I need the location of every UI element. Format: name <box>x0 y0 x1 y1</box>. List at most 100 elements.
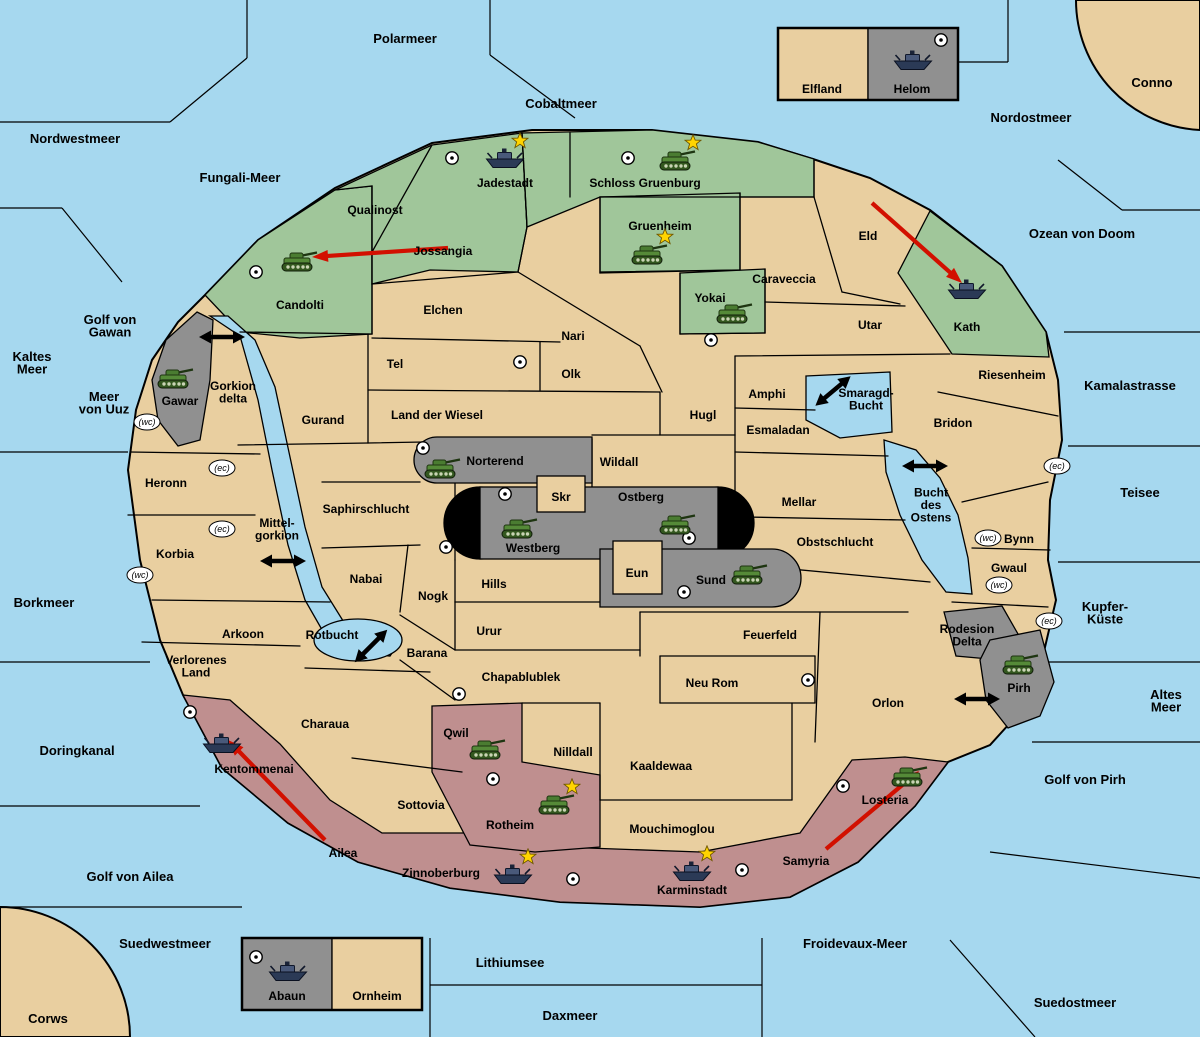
territory-label-line[interactable]: Ailea <box>329 846 358 860</box>
territory-label-line[interactable]: Utar <box>858 318 882 332</box>
territory-label-line[interactable]: Qwil <box>443 726 468 740</box>
territory-label-charaua[interactable]: Charaua <box>301 717 349 731</box>
territory-label-pirh[interactable]: Pirh <box>1007 681 1030 695</box>
territory-label-kaaldewaa[interactable]: Kaaldewaa <box>630 759 692 773</box>
territory-label-westberg[interactable]: Westberg <box>506 541 560 555</box>
territory-label-line[interactable]: Bridon <box>934 416 973 430</box>
territory-label-losteria[interactable]: Losteria <box>862 793 909 807</box>
territory-label-candolti[interactable]: Candolti <box>276 298 324 312</box>
territory-label-line[interactable]: Kentommenai <box>214 762 293 776</box>
territory-label-line[interactable]: Wildall <box>600 455 639 469</box>
territory-label-line[interactable]: Kath <box>954 320 981 334</box>
territory-label-line[interactable]: Feuerfeld <box>743 628 797 642</box>
territory-label-line[interactable]: Land der Wiesel <box>391 408 483 422</box>
territory-label-arkoon[interactable]: Arkoon <box>222 627 264 641</box>
territory-label-feuerfeld[interactable]: Feuerfeld <box>743 628 797 642</box>
territory-label-olk[interactable]: Olk <box>561 367 581 381</box>
territory-label-line[interactable]: Orlon <box>872 696 904 710</box>
territory-label-line[interactable]: Korbia <box>156 547 194 561</box>
territory-label-land-der-wiesel[interactable]: Land der Wiesel <box>391 408 483 422</box>
territory-label-line[interactable]: Kaaldewaa <box>630 759 692 773</box>
territory-label-line[interactable]: Samyria <box>783 854 830 868</box>
territory-label-bridon[interactable]: Bridon <box>934 416 973 430</box>
territory-label-line[interactable]: Jossangia <box>414 244 473 258</box>
territory-label-line[interactable]: Chapablublek <box>482 670 561 684</box>
territory-label-rotheim[interactable]: Rotheim <box>486 818 534 832</box>
territory-label-line[interactable]: Amphi <box>748 387 785 401</box>
territory-label-line[interactable]: Helom <box>894 82 931 96</box>
territory-label-line[interactable]: Ornheim <box>352 989 401 1003</box>
territory-label-sottovia[interactable]: Sottovia <box>397 798 445 812</box>
territory-label-yokai[interactable]: Yokai <box>694 291 725 305</box>
territory-label-riesenheim[interactable]: Riesenheim <box>978 368 1045 382</box>
territory-label-line[interactable]: Mouchimoglou <box>629 822 714 836</box>
territory-label-abaun[interactable]: Abaun <box>268 989 305 1003</box>
territory-label-line[interactable]: Nilldall <box>553 745 592 759</box>
territory-label-line[interactable]: Nabai <box>350 572 383 586</box>
territory-label-line[interactable]: Skr <box>551 490 571 504</box>
territory-label-ailea[interactable]: Ailea <box>329 846 358 860</box>
territory-label-line[interactable]: Bynn <box>1004 532 1034 546</box>
territory-label-korbia[interactable]: Korbia <box>156 547 194 561</box>
territory-label-qwil[interactable]: Qwil <box>443 726 468 740</box>
territory-label-heronn[interactable]: Heronn <box>145 476 187 490</box>
territory-label-kath[interactable]: Kath <box>954 320 981 334</box>
territory-label-line[interactable]: Zinnoberburg <box>402 866 480 880</box>
territory-label-line[interactable]: Arkoon <box>222 627 264 641</box>
territory-label-line[interactable]: Elfland <box>802 82 842 96</box>
territory-label-line[interactable]: Olk <box>561 367 581 381</box>
territory-label-line[interactable]: Charaua <box>301 717 349 731</box>
territory-label-chapablublek[interactable]: Chapablublek <box>482 670 561 684</box>
territory-label-line[interactable]: Tel <box>387 357 403 371</box>
territory-label-helom[interactable]: Helom <box>894 82 931 96</box>
territory-label-line[interactable]: Gruenheim <box>628 219 691 233</box>
territory-label-line[interactable]: Eun <box>626 566 649 580</box>
territory-label-line[interactable]: Schloss Gruenburg <box>589 176 700 190</box>
territory-label-line[interactable]: Candolti <box>276 298 324 312</box>
territory-label-neu-rom[interactable]: Neu Rom <box>686 676 739 690</box>
territory-label-skr[interactable]: Skr <box>551 490 571 504</box>
territory-label-sund[interactable]: Sund <box>696 573 726 587</box>
territory-label-hugl[interactable]: Hugl <box>690 408 717 422</box>
territory-label-amphi[interactable]: Amphi <box>748 387 785 401</box>
territory-label-line[interactable]: Neu Rom <box>686 676 739 690</box>
territory-label-qualinost[interactable]: Qualinost <box>347 203 402 217</box>
territory-label-line[interactable]: Hills <box>481 577 507 591</box>
territory-label-schloss-gruenburg[interactable]: Schloss Gruenburg <box>589 176 700 190</box>
territory-label-tel[interactable]: Tel <box>387 357 403 371</box>
territory-label-line[interactable]: Urur <box>476 624 502 638</box>
territory-label-mouchimoglou[interactable]: Mouchimoglou <box>629 822 714 836</box>
territory-label-elchen[interactable]: Elchen <box>423 303 462 317</box>
territory-label-line[interactable]: Hugl <box>690 408 717 422</box>
territory-label-line[interactable]: Karminstadt <box>657 883 727 897</box>
territory-label-line[interactable]: Saphirschlucht <box>323 502 410 516</box>
territory-label-kentommenai[interactable]: Kentommenai <box>214 762 293 776</box>
territory-label-eun[interactable]: Eun <box>626 566 649 580</box>
territory-label-eld[interactable]: Eld <box>859 229 878 243</box>
territory-label-line[interactable]: Heronn <box>145 476 187 490</box>
territory-label-nabai[interactable]: Nabai <box>350 572 383 586</box>
territory-label-line[interactable]: Pirh <box>1007 681 1030 695</box>
territory-label-gawar[interactable]: Gawar <box>162 394 199 408</box>
territory-label-line[interactable]: Riesenheim <box>978 368 1045 382</box>
territory-label-hills[interactable]: Hills <box>481 577 507 591</box>
territory-label-line[interactable]: Rotheim <box>486 818 534 832</box>
territory-label-gruenheim[interactable]: Gruenheim <box>628 219 691 233</box>
territory-label-line[interactable]: Elchen <box>423 303 462 317</box>
territory-label-line[interactable]: Jadestadt <box>477 176 533 190</box>
territory-label-urur[interactable]: Urur <box>476 624 502 638</box>
territory-label-line[interactable]: Land <box>182 665 211 679</box>
territory-label-line[interactable]: Norterend <box>466 454 523 468</box>
territory-label-obstschlucht[interactable]: Obstschlucht <box>797 535 874 549</box>
territory-label-line[interactable]: Eld <box>859 229 878 243</box>
territory-label-line[interactable]: Qualinost <box>347 203 402 217</box>
territory-label-wildall[interactable]: Wildall <box>600 455 639 469</box>
territory-label-nari[interactable]: Nari <box>561 329 584 343</box>
territory-label-norterend[interactable]: Norterend <box>466 454 523 468</box>
territory-label-ostberg[interactable]: Ostberg <box>618 490 664 504</box>
territory-label-line[interactable]: Caraveccia <box>752 272 816 286</box>
territory-label-mellar[interactable]: Mellar <box>782 495 817 509</box>
territory-label-line[interactable]: Westberg <box>506 541 560 555</box>
territory-label-caraveccia[interactable]: Caraveccia <box>752 272 816 286</box>
